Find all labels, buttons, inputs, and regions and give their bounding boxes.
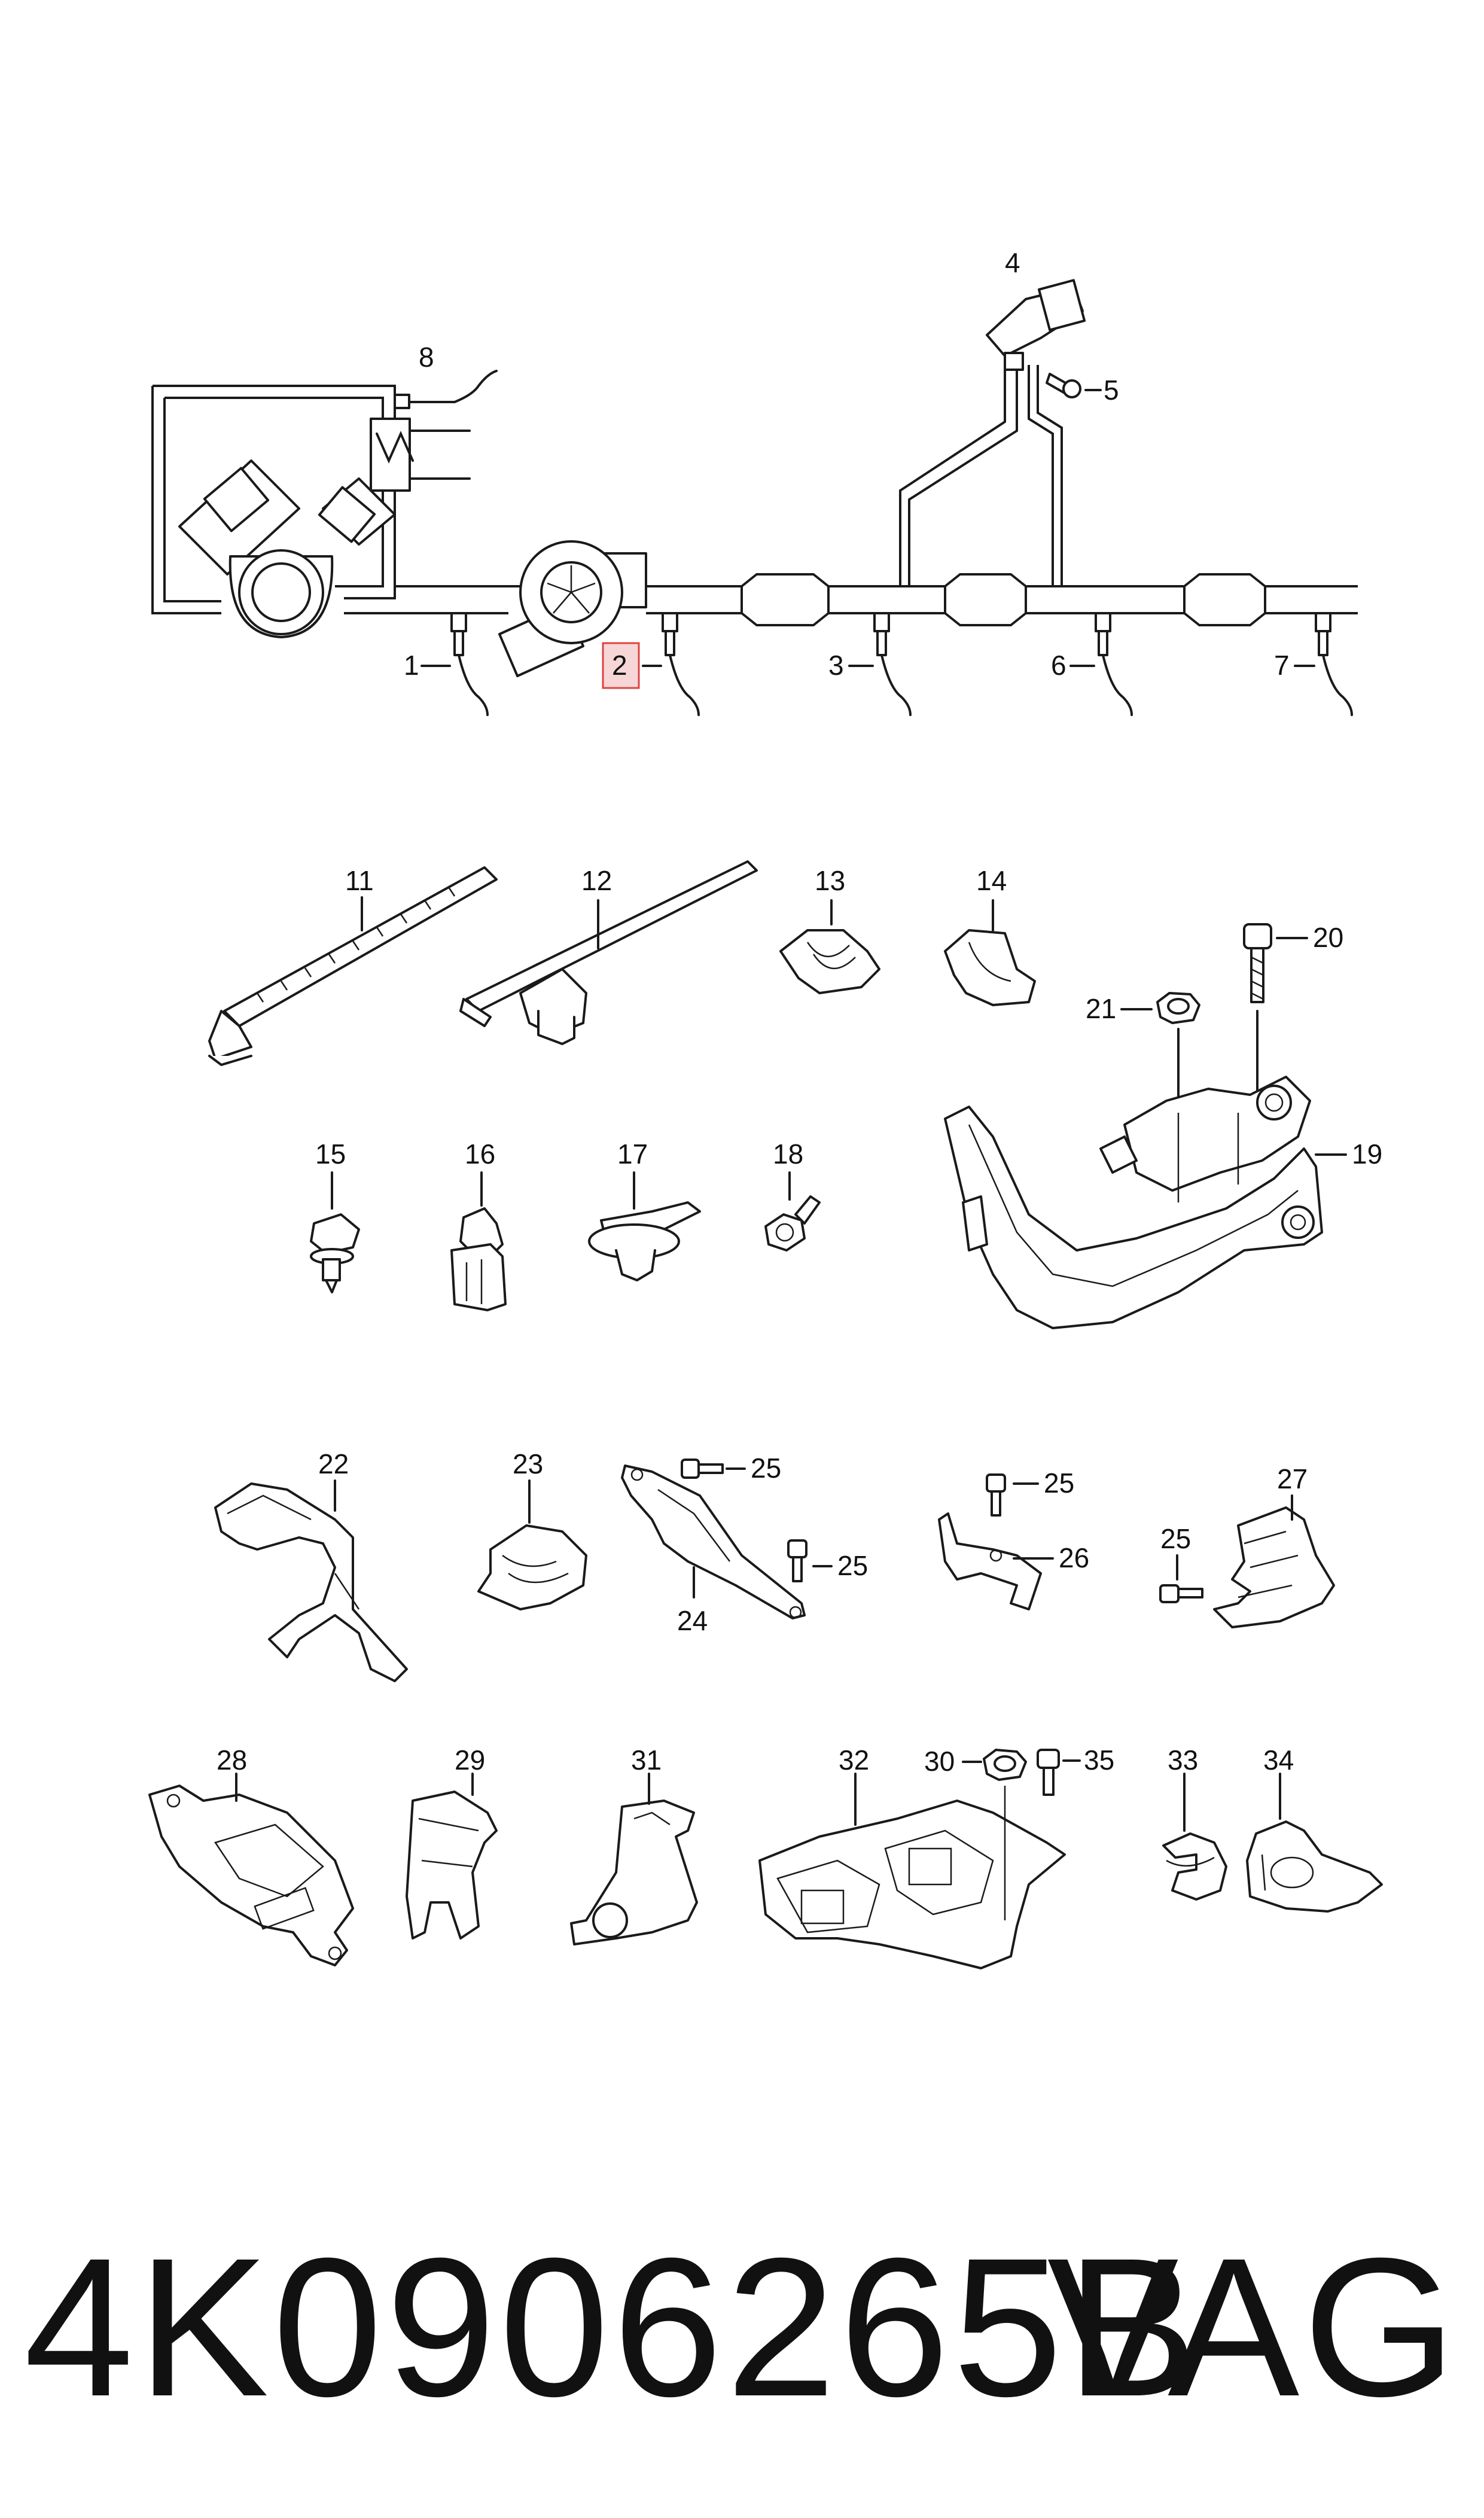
- bracket-24: [621, 1464, 806, 1619]
- screw-35: [1037, 1749, 1081, 1796]
- nut-30: [962, 1749, 1027, 1781]
- clip-33: [1162, 1773, 1227, 1901]
- callout-29: 29: [455, 1744, 485, 1776]
- part-number: 4K0906265B: [24, 2216, 1202, 2437]
- connector-housing-28: [148, 1773, 354, 1966]
- catalyst-1: [741, 573, 830, 626]
- callout-7: 7: [1274, 650, 1290, 681]
- bracket-26: [938, 1512, 1054, 1610]
- engine-icon: [178, 459, 396, 638]
- callout-19: 19: [1352, 1138, 1382, 1170]
- callout-25-b: 25: [837, 1550, 868, 1581]
- callout-27: 27: [1277, 1463, 1308, 1494]
- holder-16: [450, 1171, 507, 1311]
- sensor-7: [1294, 612, 1353, 716]
- engine-outline: [151, 385, 396, 614]
- sensor-1: [420, 612, 489, 716]
- sensor-6: [1069, 612, 1133, 716]
- footer: 4K0906265B VAG: [0, 2213, 1484, 2441]
- bracket-32: [758, 1773, 1066, 1969]
- screw-25-c: [986, 1473, 1039, 1517]
- callout-3: 3: [828, 650, 844, 681]
- cable-tie-11: [208, 866, 498, 1066]
- screw-25-b: [787, 1539, 833, 1582]
- callout-25-d: 25: [1160, 1523, 1191, 1554]
- callout-4: 4: [1005, 247, 1020, 278]
- callout-35: 35: [1084, 1744, 1114, 1776]
- callout-11: 11: [345, 865, 374, 896]
- clip-13: [779, 899, 880, 994]
- holder-34: [1246, 1773, 1383, 1913]
- callout-8: 8: [419, 342, 434, 373]
- pressure-sensor-4: [986, 279, 1086, 371]
- callout-15: 15: [315, 1138, 346, 1170]
- cable-tie-12: [459, 860, 758, 1045]
- callout-21: 21: [1086, 993, 1116, 1024]
- callout-34: 34: [1263, 1744, 1294, 1776]
- callout-23: 23: [513, 1448, 543, 1479]
- holder-14: [944, 899, 1036, 1006]
- callout-30: 30: [924, 1746, 955, 1777]
- turbocharger-icon: [498, 540, 647, 677]
- screw-25-a: [681, 1459, 746, 1479]
- callout-32: 32: [839, 1744, 869, 1776]
- screw-5: [1046, 373, 1102, 398]
- exhaust-sensor-parts-diagram: 8 4 5 1 2 3 6 7 11 12: [148, 247, 1383, 1969]
- holder-29: [406, 1773, 498, 1940]
- bracket-31: [570, 1773, 698, 1945]
- parts-row-1: 11 12 13 14: [208, 860, 1382, 1329]
- catalyst-3: [1183, 573, 1266, 626]
- sensor-2: [642, 612, 700, 716]
- parts-row-4: 28 29 31 32: [148, 1744, 1383, 1969]
- callout-18: 18: [773, 1138, 803, 1170]
- catalyst-2: [944, 573, 1027, 626]
- clip-17: [588, 1171, 701, 1281]
- screw-25-d: [1159, 1554, 1203, 1603]
- callout-31: 31: [631, 1744, 662, 1776]
- pressure-sensor-pipes: [899, 365, 1063, 586]
- callout-5: 5: [1104, 374, 1119, 406]
- nut-21: [1120, 992, 1200, 1108]
- callout-24: 24: [677, 1605, 708, 1636]
- callout-33: 33: [1168, 1744, 1198, 1776]
- clip-15: [310, 1171, 360, 1293]
- callout-28: 28: [217, 1744, 247, 1776]
- clip-23: [477, 1479, 587, 1610]
- sensor-3: [848, 612, 912, 716]
- callout-2: 2: [612, 650, 627, 681]
- parts-row-2: 15 16 17 18: [310, 1138, 821, 1311]
- callout-20: 20: [1313, 922, 1343, 953]
- callout-1: 1: [404, 650, 419, 681]
- callout-17: 17: [617, 1138, 648, 1170]
- screw-20: [1243, 923, 1308, 1096]
- callout-14: 14: [976, 865, 1007, 896]
- bolt-18: [764, 1171, 821, 1252]
- callout-26: 26: [1059, 1542, 1089, 1573]
- callout-6: 6: [1051, 650, 1066, 681]
- exhaust-schematic: 8 4 5 1 2 3 6 7: [151, 247, 1358, 716]
- bracket-27: [1213, 1494, 1335, 1628]
- callout-13: 13: [815, 865, 845, 896]
- bracket-19: [944, 1076, 1347, 1329]
- parts-row-3: 22 23 24 25 25: [214, 1448, 1335, 1682]
- brand-label: VAG: [1047, 2216, 1460, 2437]
- callout-22: 22: [318, 1448, 349, 1479]
- label-2-highlight: [602, 642, 640, 689]
- sensor-8: [370, 370, 498, 492]
- callout-12: 12: [581, 865, 612, 896]
- bracket-22: [214, 1479, 408, 1682]
- callout-16: 16: [465, 1138, 495, 1170]
- callout-25-c: 25: [1044, 1467, 1074, 1499]
- callout-25-a: 25: [751, 1453, 781, 1484]
